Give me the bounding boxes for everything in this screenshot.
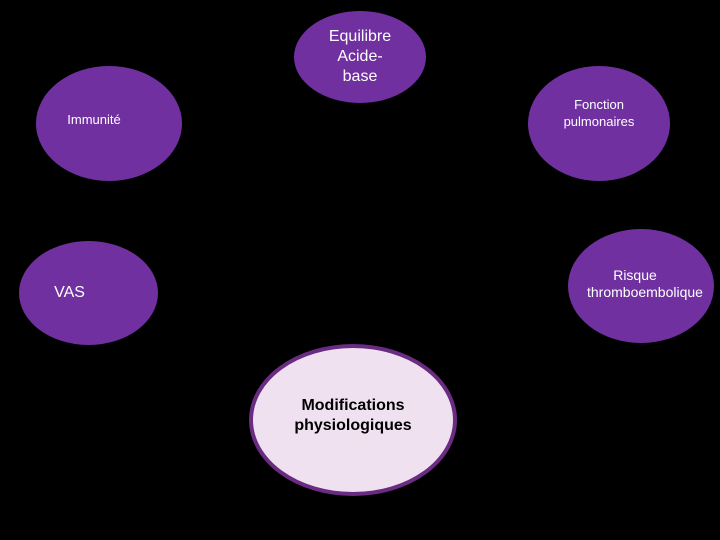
center-node-modifications: Modifications physiologiques [249,344,457,496]
node-fonction-pulmonaires: Fonction pulmonaires [528,66,670,181]
node-equilibre-acide-base: Equilibre Acide-base [294,11,426,103]
node-immunite: Immunité [36,66,182,181]
node-immunite-label: Immunité [67,112,121,128]
node-vas: VAS [19,241,158,345]
node-risque-thromboembolique: Risque thromboembolique [568,229,714,343]
node-fonction-label: Fonction pulmonaires [563,97,635,129]
node-equilibre-label: Equilibre Acide-base [328,28,392,85]
center-node-label: Modifications physiologiques [294,397,412,434]
node-risque-label: Risque thromboembolique [587,266,703,301]
node-vas-label: VAS [54,284,85,301]
